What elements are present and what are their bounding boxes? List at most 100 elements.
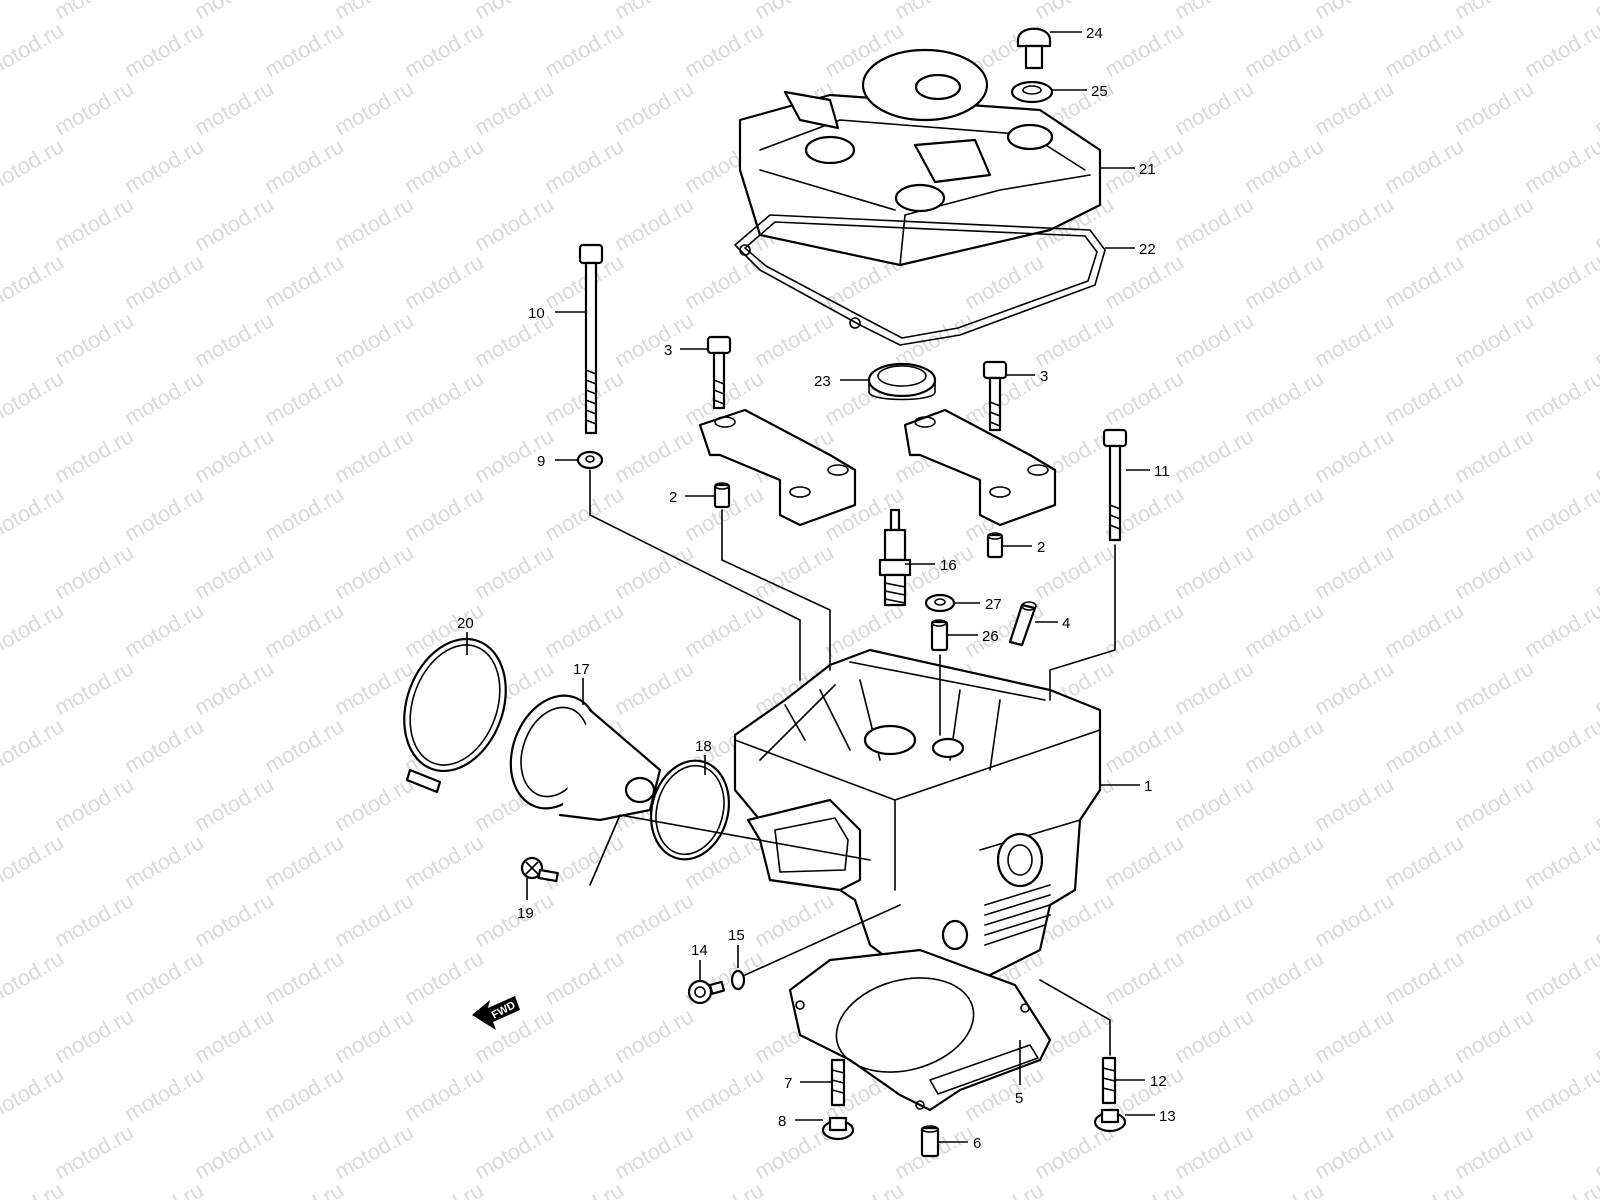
watermark-text: motod.ru — [1310, 1119, 1398, 1184]
watermark-text: motod.ru — [610, 655, 698, 720]
callout-23: 23 — [814, 373, 831, 390]
callout-20: 20 — [457, 615, 474, 632]
watermark-text: motod.ru — [0, 1177, 68, 1200]
callout-6: 6 — [973, 1135, 981, 1152]
callout-18: 18 — [695, 738, 712, 755]
watermark-text: motod.ru — [120, 1177, 208, 1200]
watermark-text: motod.ru — [330, 1119, 418, 1184]
watermark-text: motod.ru — [960, 249, 1048, 314]
watermark-text: motod.ru — [610, 191, 698, 256]
watermark-text: motod.ru — [540, 1061, 628, 1126]
watermark-text: motod.ru — [330, 191, 418, 256]
watermark-text: motod.ru — [260, 1061, 348, 1126]
watermark-text: motod.ru — [0, 365, 68, 430]
watermark-text: motod.ru — [400, 1061, 488, 1126]
flange-nut-right — [1093, 1108, 1127, 1133]
watermark-text: motod.ru — [1170, 539, 1258, 604]
cylinder-head-gasket — [788, 948, 1052, 1112]
watermark-text: motod.ru — [1310, 539, 1398, 604]
watermark-text: motod.ru — [120, 829, 208, 894]
watermark-text: motod.ru — [330, 423, 418, 488]
watermark-text: motod.ru — [1450, 655, 1538, 720]
callout-19: 19 — [517, 905, 534, 922]
callout-15: 15 — [728, 927, 745, 944]
watermark-text: motod.ru — [0, 481, 68, 546]
watermark-text: motod.ru — [610, 539, 698, 604]
watermark-text: motod.ru — [330, 539, 418, 604]
watermark-text: motod.ru — [400, 481, 488, 546]
watermark-text: motod.ru — [50, 423, 138, 488]
watermark-text: motod.ru — [470, 887, 558, 952]
watermark-text: motod.ru — [50, 307, 138, 372]
watermark-text: motod.ru — [1170, 75, 1258, 140]
watermark-text: motod.ru — [50, 539, 138, 604]
watermark-text: motod.ru — [0, 829, 68, 894]
watermark-text: motod.ru — [610, 0, 698, 24]
watermark-text: motod.ru — [1100, 713, 1188, 778]
watermark-text: motod.ru — [1450, 771, 1538, 836]
watermark-text: motod.ru — [1170, 423, 1258, 488]
watermark-text: motod.ru — [1380, 17, 1468, 82]
watermark-text: motod.ru — [1100, 17, 1188, 82]
watermark-text: motod.ru — [1310, 0, 1398, 24]
watermark-text: motod.ru — [1240, 1177, 1328, 1200]
watermark-text: motod.ru — [190, 0, 278, 24]
watermark-text: motod.ru — [1520, 17, 1600, 82]
watermark-text: motod.ru — [1380, 133, 1468, 198]
watermark-text: motod.ru — [400, 945, 488, 1010]
watermark-text: motod.ru — [540, 597, 628, 662]
watermark-text: motod.ru — [540, 133, 628, 198]
flange-nut-left — [821, 1116, 855, 1141]
guide-sleeve — [930, 619, 949, 652]
watermark-text: motod.ru — [120, 713, 208, 778]
watermark-text: motod.ru — [540, 17, 628, 82]
watermark-text: motod.ru — [1450, 539, 1538, 604]
spark-plug — [878, 508, 912, 607]
intake-clamp — [403, 637, 507, 794]
watermark-text: motod.ru — [260, 17, 348, 82]
watermark-text: motod.ru — [540, 365, 628, 430]
watermark-text: motod.ru — [400, 829, 488, 894]
watermark-text: motod.ru — [1590, 887, 1600, 952]
watermark-text: motod.ru — [1100, 249, 1188, 314]
watermark-text: motod.ru — [1380, 597, 1468, 662]
intake-screw — [520, 856, 559, 883]
watermark-text: motod.ru — [1380, 249, 1468, 314]
cover-washer — [1010, 80, 1054, 104]
watermark-text: motod.ru — [680, 17, 768, 82]
watermark-text: motod.ru — [1310, 1003, 1398, 1068]
watermark-text: motod.ru — [50, 771, 138, 836]
intake-o-ring — [649, 759, 731, 861]
callout-8: 8 — [778, 1113, 786, 1130]
callout-22: 22 — [1139, 241, 1156, 258]
watermark-text: motod.ru — [120, 17, 208, 82]
watermark-text: motod.ru — [50, 655, 138, 720]
valve-cover-gasket — [734, 214, 1106, 346]
watermark-text: motod.ru — [120, 249, 208, 314]
watermark-text: motod.ru — [1170, 307, 1258, 372]
cam-holder-bolt-left — [706, 335, 732, 410]
watermark-text: motod.ru — [190, 1119, 278, 1184]
oil-washer — [924, 593, 956, 613]
watermark-text: motod.ru — [400, 17, 488, 82]
callout-1: 1 — [1144, 778, 1152, 795]
dowel-pin-right — [986, 532, 1004, 559]
watermark-text: motod.ru — [1170, 0, 1258, 24]
watermark-text: motod.ru — [330, 0, 418, 24]
watermark-text: motod.ru — [1240, 133, 1328, 198]
cylinder-head-long-bolt — [578, 243, 604, 435]
watermark-text: motod.ru — [330, 1003, 418, 1068]
callout-24: 24 — [1086, 25, 1103, 42]
watermark-text: motod.ru — [1310, 771, 1398, 836]
watermark-text: motod.ru — [190, 887, 278, 952]
watermark-text: motod.ru — [1520, 597, 1600, 662]
watermark-text: motod.ru — [120, 365, 208, 430]
callout-3-right: 3 — [1040, 368, 1048, 385]
callout-11: 11 — [1154, 463, 1170, 480]
callout-25: 25 — [1091, 83, 1108, 100]
watermark-text: motod.ru — [0, 133, 68, 198]
watermark-text: motod.ru — [260, 249, 348, 314]
watermark-text: motod.ru — [680, 1177, 768, 1200]
watermark-text: motod.ru — [1590, 307, 1600, 372]
watermark-text: motod.ru — [1380, 713, 1468, 778]
